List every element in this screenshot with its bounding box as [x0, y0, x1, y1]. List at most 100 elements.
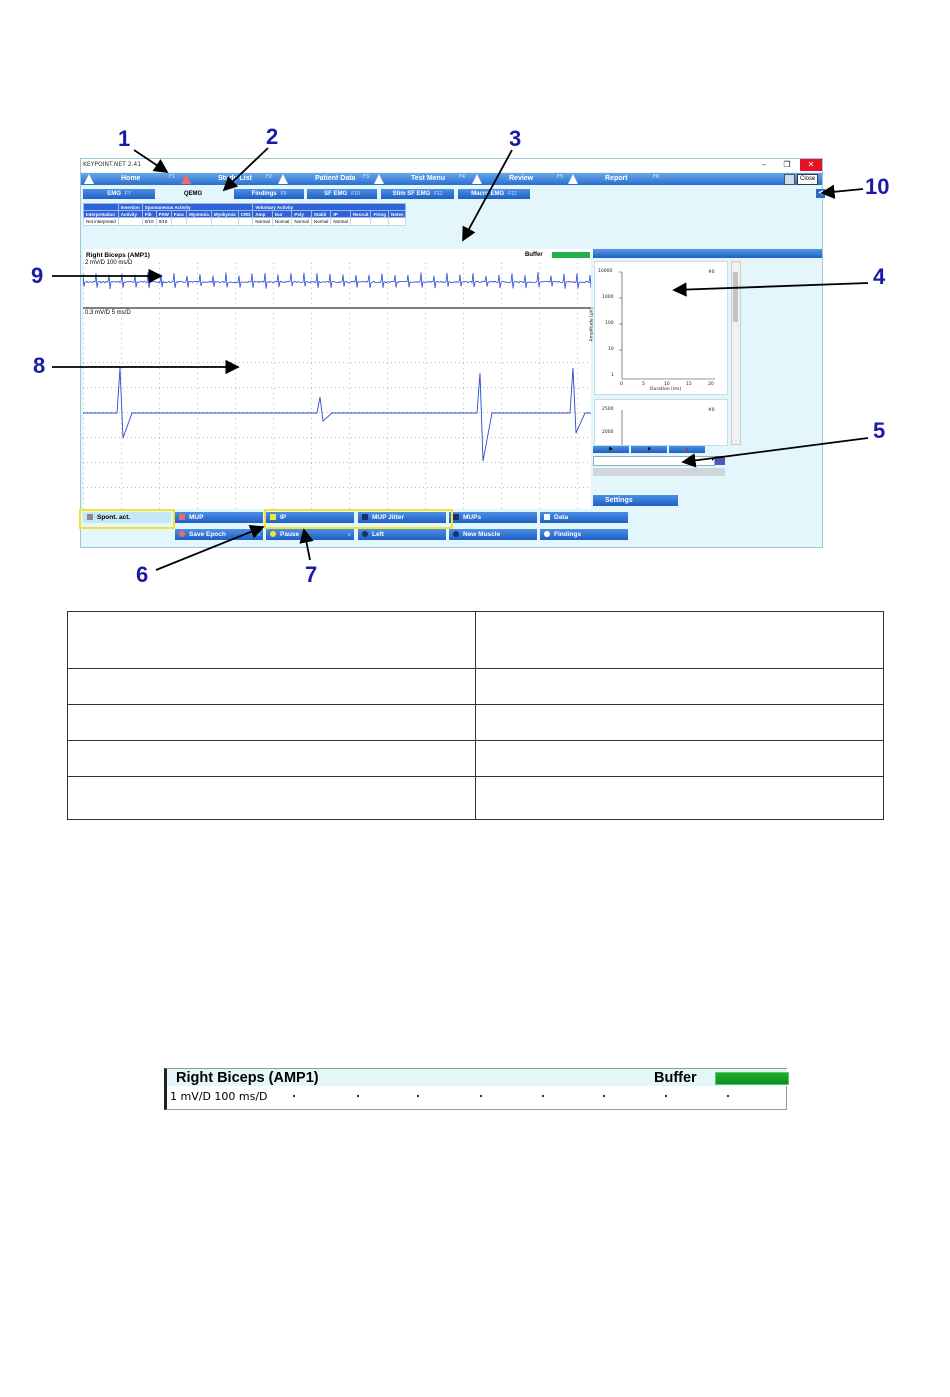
button-label: MUP Jitter [372, 514, 405, 521]
toolbar-icon[interactable] [784, 174, 795, 185]
menu-item-study-list[interactable]: Study List [218, 175, 252, 182]
window-close-button[interactable]: ✕ [800, 159, 822, 171]
table-cell[interactable] [387, 217, 407, 226]
close-button[interactable]: Close [797, 174, 819, 185]
status-indicator-icon [362, 531, 368, 537]
minimize-button[interactable]: – [762, 160, 766, 169]
menu-item-patient-data[interactable]: Patient Data [315, 175, 356, 182]
ip-button[interactable]: IP [266, 512, 354, 523]
buffer-label: Buffer [525, 252, 543, 258]
mup-button[interactable]: MUP [175, 512, 263, 523]
menu-shortcut: F4 [459, 174, 466, 180]
status-indicator-icon [453, 531, 459, 537]
tab-label: QEMG [183, 191, 203, 197]
table-cell[interactable]: Normal [310, 217, 332, 226]
findings-group-voluntary: Voluntary Activity [252, 203, 407, 211]
selection-combo[interactable]: ▾ [593, 456, 715, 466]
app-window: KEYPOINT.NET 2.41 – ❐ ✕ Home F1 Study List… [79, 158, 825, 548]
callout-3: 3 [509, 126, 522, 151]
menu-item-home[interactable]: Home [121, 175, 141, 182]
menu-shortcut: F1 [169, 174, 176, 180]
plot-scrollbar[interactable] [731, 261, 741, 445]
mups-button[interactable]: MUPs [449, 512, 537, 523]
column-header: Stabil [310, 210, 332, 218]
table-cell[interactable]: 0/10 [155, 217, 172, 226]
zoom-muscle-title: Right Biceps (AMP1) [176, 1070, 319, 1086]
table-cell[interactable] [117, 217, 143, 226]
button-label: IP [280, 514, 287, 521]
column-header: CRD [237, 210, 254, 218]
menu-item-review[interactable]: Review [509, 175, 534, 182]
table-cell [475, 776, 884, 820]
plot2-counter: #0 [708, 408, 715, 413]
y-tick: 1 [611, 373, 614, 378]
status-indicator-icon [544, 531, 550, 537]
data-button[interactable]: Data [540, 512, 628, 523]
callout-4: 4 [873, 264, 886, 289]
table-cell[interactable]: Normal [271, 217, 293, 226]
stop-button[interactable]: ■ [631, 446, 667, 453]
status-indicator-icon [544, 514, 550, 520]
y-tick: 1000 [602, 295, 614, 300]
zoom-scale-label: 1 mV/D 100 ms/D [170, 1090, 268, 1103]
callout-10: 10 [865, 174, 890, 199]
table-cell [67, 704, 476, 741]
restore-button[interactable]: ❐ [783, 160, 791, 169]
tab-label: EMG [107, 191, 121, 197]
scrollbar-thumb[interactable] [733, 272, 738, 322]
table-cell[interactable]: 0/10 [141, 217, 157, 226]
collapse-icon[interactable]: ◀ [816, 189, 825, 198]
table-cell[interactable]: Normal [291, 217, 312, 226]
window-title: KEYPOINT.NET 2.41 [83, 161, 142, 168]
button-label: MUPs [463, 514, 482, 521]
table-cell[interactable] [349, 217, 372, 226]
button-shortcut: A [256, 532, 260, 537]
findings-group-insertion: Insertion [117, 203, 143, 211]
column-header: Amp [252, 210, 273, 218]
table-cell[interactable] [370, 217, 389, 226]
left-button[interactable]: Left [358, 529, 446, 540]
table-cell[interactable]: Normal [252, 217, 273, 226]
column-header: Recruit [349, 210, 372, 218]
second-plot: #0 2500 2000 [594, 399, 728, 446]
trace-panel[interactable]: Right Biceps (AMP1) Buffer 2 mV/D 100 ms… [83, 249, 591, 509]
clear-icon[interactable]: ✕ [715, 456, 725, 465]
table-cell[interactable]: Not interpreted [83, 217, 119, 226]
mup-trace [83, 367, 591, 462]
muscle-title: Right Biceps (AMP1) [86, 252, 150, 259]
status-indicator-icon [179, 531, 185, 537]
title-bar: KEYPOINT.NET 2.41 – ❐ ✕ [81, 159, 822, 172]
tab-qemg[interactable]: QEMG [160, 189, 230, 199]
warning-icon [374, 174, 384, 184]
x-tick: 10 [664, 382, 670, 387]
table-cell [67, 611, 476, 669]
spont-act-button[interactable]: Spont. act. [83, 512, 171, 523]
column-header: Dur [271, 210, 293, 218]
menu-item-report[interactable]: Report [605, 175, 628, 182]
play-button[interactable]: ▶ [593, 446, 629, 453]
new-muscle-button[interactable]: New Muscle [449, 529, 537, 540]
button-label: Findings [554, 531, 582, 538]
findings-button[interactable]: Findings [540, 529, 628, 540]
legend-table [67, 611, 884, 820]
table-cell[interactable] [237, 217, 254, 226]
table-cell[interactable] [186, 217, 212, 226]
menu-item-test-menu[interactable]: Test Menu [411, 175, 446, 182]
mup-jitter-button[interactable]: MUP Jitter [358, 512, 446, 523]
record-button[interactable]: ● [669, 446, 705, 453]
menu-shortcut: F6 [653, 174, 660, 180]
table-cell[interactable] [170, 217, 188, 226]
button-label: Left [372, 531, 384, 538]
table-cell[interactable] [210, 217, 239, 226]
table-cell[interactable]: Normal [330, 217, 351, 226]
settings-button[interactable]: Settings [593, 495, 678, 506]
table-cell [67, 668, 476, 705]
